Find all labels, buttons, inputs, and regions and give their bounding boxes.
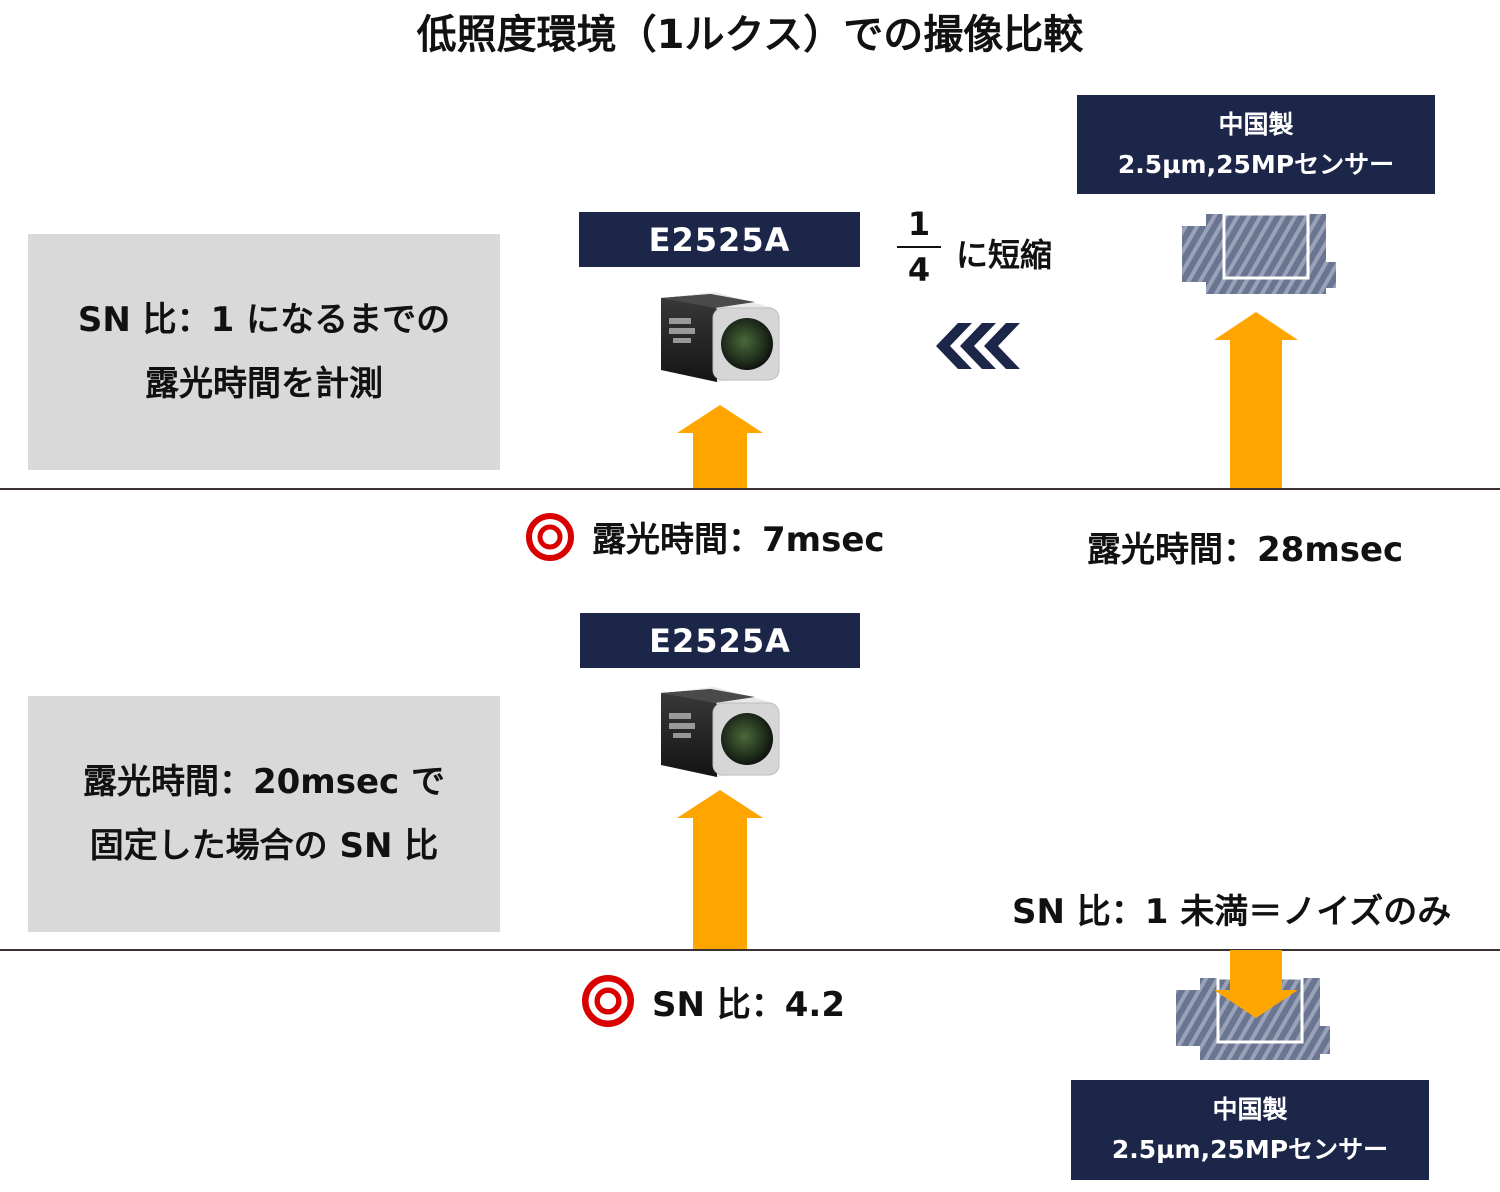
up-arrow-icon: [677, 790, 763, 950]
competitor-spec: 2.5µm,25MPセンサー: [1111, 1135, 1389, 1164]
fraction-bar: [897, 246, 941, 248]
camera-model-text: E2525A: [649, 621, 791, 660]
condition-box-fixed-exposure: 露光時間：20msec で 固定した場合の SN 比: [28, 696, 500, 932]
page-title: 低照度環境（1ルクス）での撮像比較: [416, 12, 1084, 58]
competitor-result-exposure: 露光時間：28msec: [1087, 522, 1403, 571]
competitor-origin: 中国製: [1212, 1095, 1288, 1124]
double-circle-target-icon: [526, 512, 574, 561]
competitor-exposure-value: 露光時間：28msec: [1087, 530, 1404, 570]
camera-result-snr: SN 比：4.2: [582, 975, 845, 1027]
competitor-result-snr: SN 比：1 未満＝ノイズのみ: [1012, 892, 1452, 932]
up-arrow-icon: [677, 405, 763, 489]
camera-model-label: E2525A: [579, 212, 860, 267]
condition-box-exposure-measure: SN 比：1 になるまでの 露光時間を計測: [28, 234, 500, 470]
competitor-sensor-label: 中国製 2.5µm,25MPセンサー: [1077, 95, 1435, 194]
reduction-suffix: に短縮: [956, 236, 1053, 274]
triple-chevron-left-icon: [936, 323, 1020, 369]
camera-result-exposure: 露光時間：7msec: [526, 512, 885, 561]
baseline-divider: [0, 949, 1500, 951]
competitor-camera-icon: [1182, 212, 1336, 294]
up-arrow-icon: [1214, 312, 1298, 489]
competitor-sensor-label: 中国製 2.5µm,25MPセンサー: [1071, 1080, 1429, 1180]
baseline-divider: [0, 488, 1500, 490]
fraction-numerator: 1: [907, 205, 931, 243]
camera-icon: [661, 687, 780, 777]
camera-snr-value: SN 比：4.2: [652, 984, 846, 1025]
reduction-fraction: 1 4: [896, 206, 942, 288]
condition-line: SN 比：1 になるまでの: [77, 300, 451, 340]
camera-model-text: E2525A: [648, 220, 791, 259]
condition-line: 露光時間：20msec で: [82, 762, 446, 802]
fraction-denominator: 4: [907, 251, 931, 289]
double-circle-target-icon: [582, 975, 634, 1027]
down-arrow-icon: [1214, 950, 1298, 1018]
competitor-origin: 中国製: [1218, 109, 1294, 139]
camera-icon: [661, 292, 780, 382]
competitor-spec: 2.5µm,25MPセンサー: [1117, 149, 1395, 179]
condition-line: 露光時間を計測: [145, 364, 383, 404]
camera-exposure-value: 露光時間：7msec: [592, 520, 885, 560]
camera-model-label: E2525A: [580, 613, 860, 668]
condition-line: 固定した場合の SN 比: [89, 826, 439, 866]
